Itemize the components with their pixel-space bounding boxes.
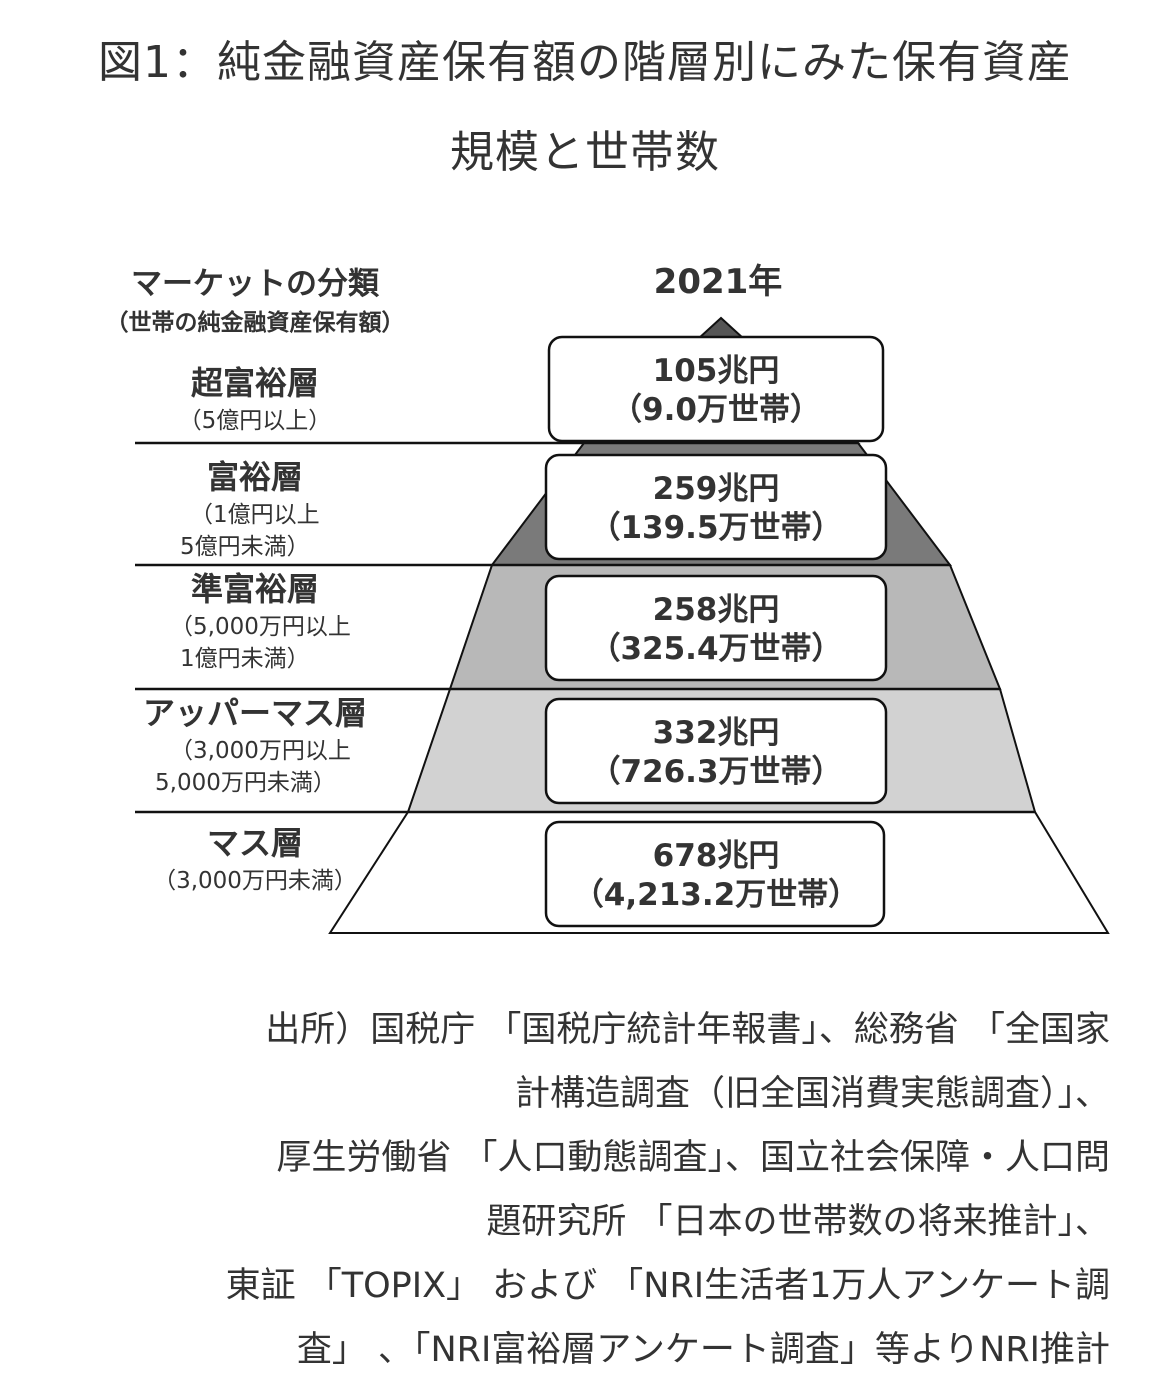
tier-name-semi-rich: 準富裕層: [191, 570, 319, 608]
figure-title-line-1: 図1：純金融資産保有額の階層別にみた保有資産: [98, 37, 1072, 88]
source-line-1: 出所）国税庁 「国税庁統計年報書」、総務省 「全国家: [265, 1010, 1110, 1050]
tier-households-upper-mass: （726.3万世帯）: [589, 754, 842, 790]
value-box-mass: [544, 820, 886, 928]
value-box-super-rich: [547, 335, 885, 443]
tier-range-upper-mass-line-1: （3,000万円以上: [170, 738, 351, 764]
figure-title-line-2: 規模と世帯数: [450, 127, 720, 178]
tier-range-mass: （3,000万円未満）: [153, 868, 357, 894]
tier-name-rich: 富裕層: [207, 458, 303, 496]
tier-assets-semi-rich: 258兆円: [653, 592, 780, 628]
source-line-6: 査」 、「NRI富裕層アンケート調査」等よりNRI推計: [296, 1330, 1110, 1370]
tier-range-rich-line-1: （1億円以上: [190, 502, 320, 528]
tier-households-semi-rich: （325.4万世帯）: [589, 631, 842, 667]
source-line-2: 計構造調査（旧全国消費実態調査）」、: [514, 1074, 1110, 1114]
tier-households-super-rich: （9.0万世帯）: [611, 392, 821, 428]
value-box-rich: [544, 453, 888, 561]
category-title: マーケットの分類: [131, 266, 380, 302]
tier-name-upper-mass: アッパーマス層: [143, 694, 367, 732]
tier-range-upper-mass-line-2: 5,000万円未満）: [155, 770, 336, 796]
value-box-semi-rich: [544, 574, 888, 682]
wealth-pyramid-diagram: マーケットの分類 （世帯の純金融資産保有額） 2021年 超富裕層 （5億円以上…: [106, 262, 1110, 934]
tier-assets-upper-mass: 332兆円: [653, 715, 780, 751]
tier-households-mass: （4,213.2万世帯）: [573, 877, 859, 913]
value-box-upper-mass: [544, 697, 888, 805]
tier-assets-mass: 678兆円: [653, 838, 780, 874]
tier-name-super-rich: 超富裕層: [191, 364, 319, 402]
tier-range-semi-rich-line-2: 1億円未満）: [180, 646, 310, 672]
tier-range-rich-line-2: 5億円未満）: [180, 534, 310, 560]
source-line-5: 東証 「TOPIX」 および 「NRI生活者1万人アンケート調: [225, 1266, 1110, 1306]
tier-assets-super-rich: 105兆円: [653, 353, 780, 389]
tier-range-super-rich: （5億円以上）: [179, 408, 332, 434]
source-line-3: 厚生労働省 「人口動態調査」、国立社会保障・人口問: [276, 1138, 1110, 1178]
category-subtitle: （世帯の純金融資産保有額）: [106, 309, 405, 336]
source-note: 出所）国税庁 「国税庁統計年報書」、総務省 「全国家 計構造調査（旧全国消費実態…: [60, 998, 1110, 1382]
tier-households-rich: （139.5万世帯）: [589, 510, 842, 546]
tier-name-mass: マス層: [207, 824, 303, 862]
source-line-4: 題研究所 「日本の世帯数の将来推計」、: [486, 1202, 1110, 1242]
tier-range-semi-rich-line-1: （5,000万円以上: [170, 614, 351, 640]
tier-assets-rich: 259兆円: [653, 471, 780, 507]
figure-title: 図1：純金融資産保有額の階層別にみた保有資産 規模と世帯数: [0, 18, 1170, 198]
year-label: 2021年: [654, 262, 783, 302]
